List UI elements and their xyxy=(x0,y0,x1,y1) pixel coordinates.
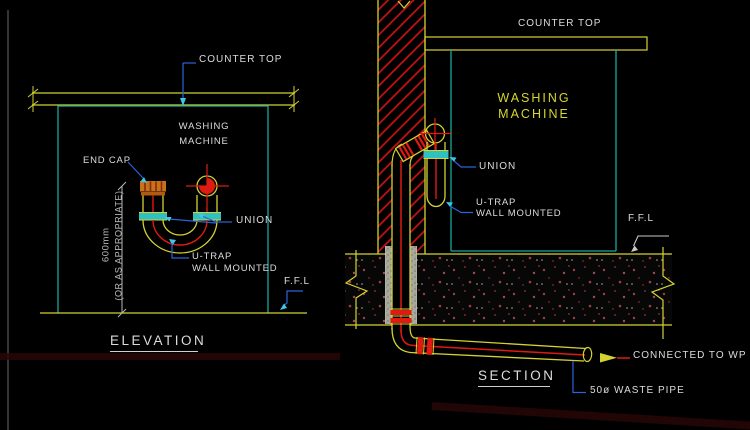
connected-to-wp-label: CONNECTED TO WP xyxy=(633,350,747,361)
section-u-trap xyxy=(420,118,452,208)
section-linework xyxy=(344,0,676,394)
wall-break-icon xyxy=(397,0,411,9)
leader-arrow-icon xyxy=(449,157,457,162)
pipe-open-end xyxy=(582,346,593,363)
waste-pipe-label: 50ø WASTE PIPE xyxy=(590,385,685,396)
elevation-washing-label: WASHING xyxy=(178,121,230,132)
elevation-utrap-label-2: WALL MOUNTED xyxy=(192,263,278,274)
pipe-coupling xyxy=(415,336,435,356)
elevation-u-trap xyxy=(139,164,229,254)
flex-connector xyxy=(394,129,436,163)
section-counter-top xyxy=(424,36,648,51)
elevation-machine-box xyxy=(57,105,269,313)
elevation-utrap-label-1: U-TRAP xyxy=(192,251,233,262)
leader-arrow-icon xyxy=(631,245,638,252)
direction-arrow-icon xyxy=(600,353,617,363)
dimension-value: 600mm xyxy=(100,227,112,263)
dimension-note: (OR AS APPROPRIATE) xyxy=(113,190,124,301)
elevation-endcap-leader xyxy=(127,161,147,183)
union-band xyxy=(193,213,221,220)
horizontal-waste-pipe xyxy=(391,325,593,363)
end-cap-shape xyxy=(140,181,166,192)
section-washing-label: WASHING xyxy=(497,91,571,105)
elevation-counter-leader xyxy=(180,62,196,106)
elevation-ffl-leader xyxy=(280,290,303,310)
end-cap-label: END CAP xyxy=(83,155,131,166)
union-band xyxy=(139,213,167,220)
pipe-coupling xyxy=(390,308,412,325)
section-counter-top-label: COUNTER TOP xyxy=(518,18,602,29)
leader-arrow-icon xyxy=(197,213,205,219)
section-utrap-label-2: WALL MOUNTED xyxy=(476,208,562,219)
watermark-band xyxy=(0,353,340,360)
elevation-counter-top-label: COUNTER TOP xyxy=(199,54,283,65)
leader-arrow-icon xyxy=(446,202,453,207)
elevation-linework xyxy=(27,62,307,318)
union-band xyxy=(423,151,449,158)
elevation-counter-top xyxy=(27,86,300,112)
vertical-waste-pipe xyxy=(390,143,415,332)
waste-pipe-leader xyxy=(572,361,586,394)
leader-arrow-icon xyxy=(169,239,176,246)
section-ffl-leader xyxy=(631,235,669,252)
leader-arrow-icon xyxy=(180,98,186,106)
section-union-leader xyxy=(449,157,476,168)
section-union-label: UNION xyxy=(479,161,517,172)
section-utrap-leader xyxy=(446,202,473,214)
leader-arrow-icon xyxy=(140,177,147,183)
elevation-utrap-leader xyxy=(169,239,189,259)
leader-arrow-icon xyxy=(164,217,172,222)
elevation-title: ELEVATION xyxy=(110,334,204,352)
slab-break-icon xyxy=(650,247,676,339)
leader-arrow-icon xyxy=(280,303,287,310)
elevation-union-leader xyxy=(164,213,232,224)
wp-arrow xyxy=(600,353,630,363)
section-title: SECTION xyxy=(478,369,553,387)
elevation-machine-label: MACHINE xyxy=(179,136,229,147)
section-machine-label: MACHINE xyxy=(498,107,570,121)
elevation-union-label: UNION xyxy=(236,215,274,226)
pipe-sleeve xyxy=(385,246,417,324)
slab-break-icon xyxy=(344,250,369,329)
elevation-ffl-label: F.F.L xyxy=(284,276,311,287)
watermark-band xyxy=(431,402,750,430)
section-ffl-label: F.F.L xyxy=(628,213,655,224)
section-machine-box xyxy=(450,50,617,252)
elevation-dimension xyxy=(117,181,127,318)
section-utrap-label-1: U-TRAP xyxy=(476,197,517,208)
